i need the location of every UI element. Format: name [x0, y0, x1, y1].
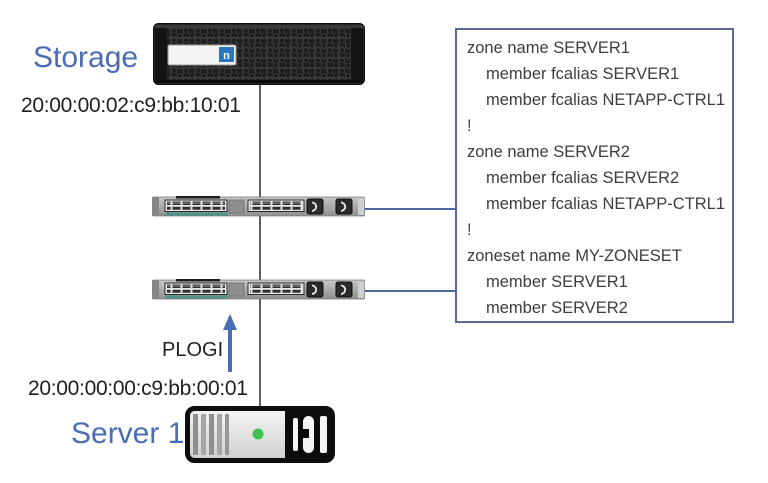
- switch2-to-zoning-box-line: [357, 290, 455, 292]
- server-label: Server 1: [71, 417, 185, 450]
- storage-wwpn: 20:00:00:02:c9:bb:10:01: [21, 94, 241, 117]
- plogi-up-arrow-icon: [223, 314, 237, 372]
- zoning-config-line: member SERVER2: [486, 299, 628, 317]
- zoning-config-line: zone name SERVER1: [467, 39, 630, 57]
- zoning-config-line: member SERVER1: [486, 273, 628, 291]
- zoning-config-line: !: [467, 117, 472, 135]
- switch1-to-zoning-box-line: [357, 208, 455, 210]
- fc-switch-top-icon: [152, 196, 365, 217]
- storage-label: Storage: [33, 41, 139, 74]
- fc-switch-bottom-icon: [152, 279, 365, 300]
- netapp-logo-icon: [219, 47, 234, 62]
- server-wwpn: 20:00:00:00:c9:bb:00:01: [28, 377, 248, 400]
- zoning-config-line: member fcalias SERVER2: [486, 169, 680, 187]
- netapp-logo-glyph: n: [223, 50, 230, 62]
- zoning-config-line: !: [467, 221, 472, 239]
- server-status-led: [252, 428, 264, 440]
- zoning-config-box: zone name SERVER1 member fcalias SERVER1…: [455, 28, 734, 323]
- zoning-config-line: zoneset name MY-ZONESET: [467, 247, 682, 265]
- zoning-config-line: member fcalias NETAPP-CTRL1: [486, 195, 726, 213]
- fc-link-vertical-line: [259, 84, 261, 407]
- zoning-config-line: zone name SERVER2: [467, 143, 630, 161]
- rack-server-icon: [185, 406, 335, 463]
- zoning-config-line: member fcalias NETAPP-CTRL1: [486, 91, 726, 109]
- zoning-config-line: member fcalias SERVER1: [486, 65, 680, 83]
- netapp-storage-array-icon: n: [153, 23, 365, 85]
- plogi-label: PLOGI: [162, 339, 224, 361]
